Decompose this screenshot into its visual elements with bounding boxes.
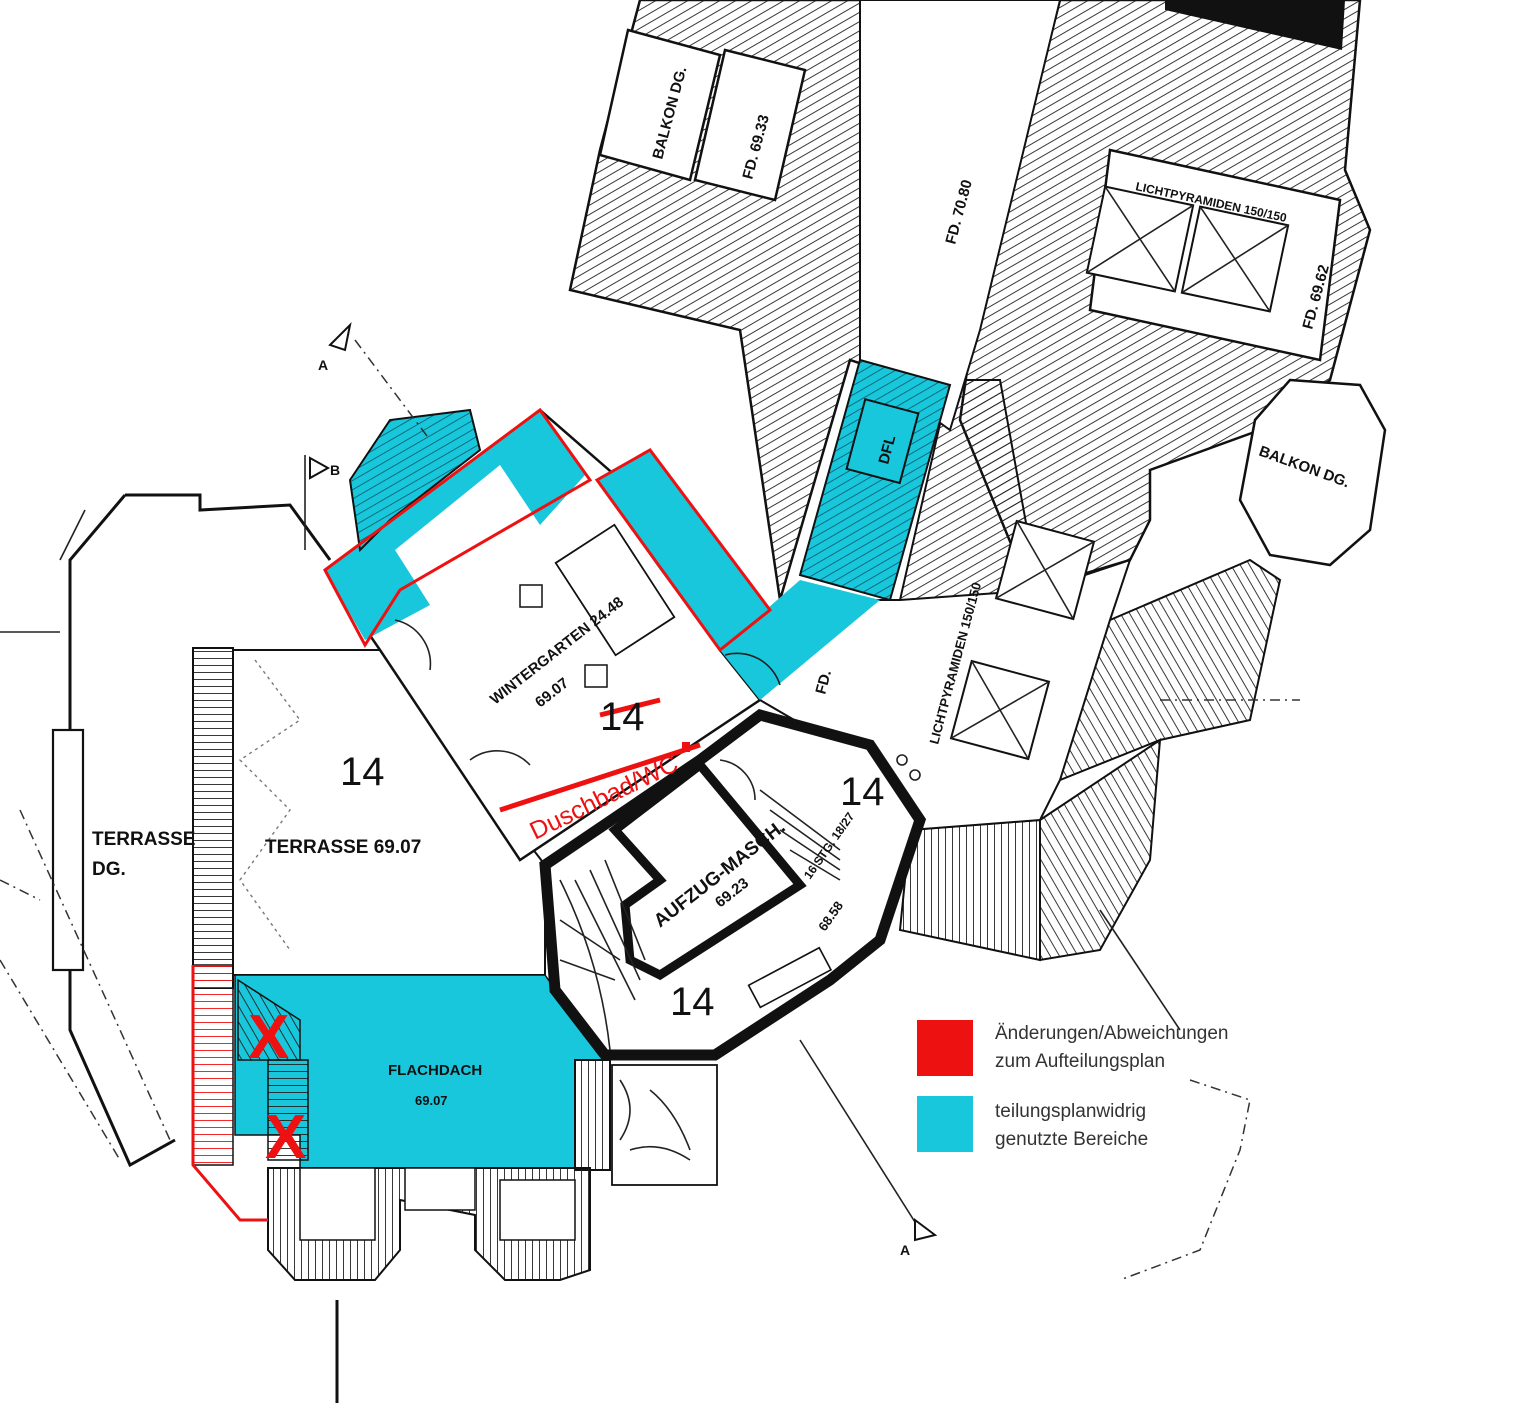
stair-tower <box>539 708 927 1061</box>
legend-text-changes: Änderungen/Abweichungen zum Aufteilungsp… <box>995 1020 1228 1076</box>
bottom-bays <box>267 1167 591 1403</box>
section-marker-b: B <box>330 462 340 478</box>
red-x-mark-upper: X <box>248 1003 289 1072</box>
legend-changes-line1: Änderungen/Abweichungen <box>995 1023 1229 1044</box>
legend-misuse-line2: genutzte Bereiche <box>995 1129 1149 1150</box>
unit-number-tower: 14 <box>840 770 885 814</box>
legend-changes-line2: zum Aufteilungsplan <box>995 1051 1166 1072</box>
label-terrasse: TERRASSE 69.07 <box>265 837 421 858</box>
balkon-top <box>598 28 807 202</box>
lichtpyramiden-top <box>1085 148 1342 362</box>
red-x-mark-lower: X <box>265 1103 306 1172</box>
label-flachdach-level: 69.07 <box>415 1093 448 1108</box>
unit-number-wintergarten: 14 <box>600 695 645 739</box>
section-marker-a-top: A <box>318 357 328 373</box>
label-fd-mid: FD. <box>812 668 835 696</box>
terrasse-dg-outline <box>0 493 332 1168</box>
label-terrasse-dg: TERRASSE <box>92 829 195 850</box>
label-terrasse-dg-sub: DG. <box>92 859 126 880</box>
balkon-right <box>1238 378 1387 567</box>
label-dfl: DFL <box>875 433 899 466</box>
wintergarten <box>323 408 880 862</box>
unit-number-stairs: 14 <box>670 980 715 1024</box>
red-outline-wintergarten <box>323 407 593 648</box>
legend-misuse-line1: teilungsplanwidrig <box>995 1101 1147 1122</box>
section-marker-a-bottom: A <box>900 1242 910 1258</box>
flachdach-stairs <box>237 978 309 1161</box>
red-outline-left <box>191 965 268 1222</box>
legend-swatch-changes <box>917 1020 973 1076</box>
lichtpyramiden-mid <box>949 519 1096 761</box>
red-wall-duschbad <box>499 742 701 813</box>
unit-number-terrasse: 14 <box>340 750 385 794</box>
label-flachdach: FLACHDACH <box>388 1062 482 1079</box>
legend: Änderungen/Abweichungen zum Aufteilungsp… <box>917 1018 1277 1158</box>
legend-text-misuse: teilungsplanwidrig genutzte Bereiche <box>995 1098 1148 1154</box>
walkway <box>859 0 1062 432</box>
section-lines <box>304 321 1300 1281</box>
legend-swatch-misuse <box>917 1096 973 1152</box>
red-outline-east <box>594 448 773 653</box>
